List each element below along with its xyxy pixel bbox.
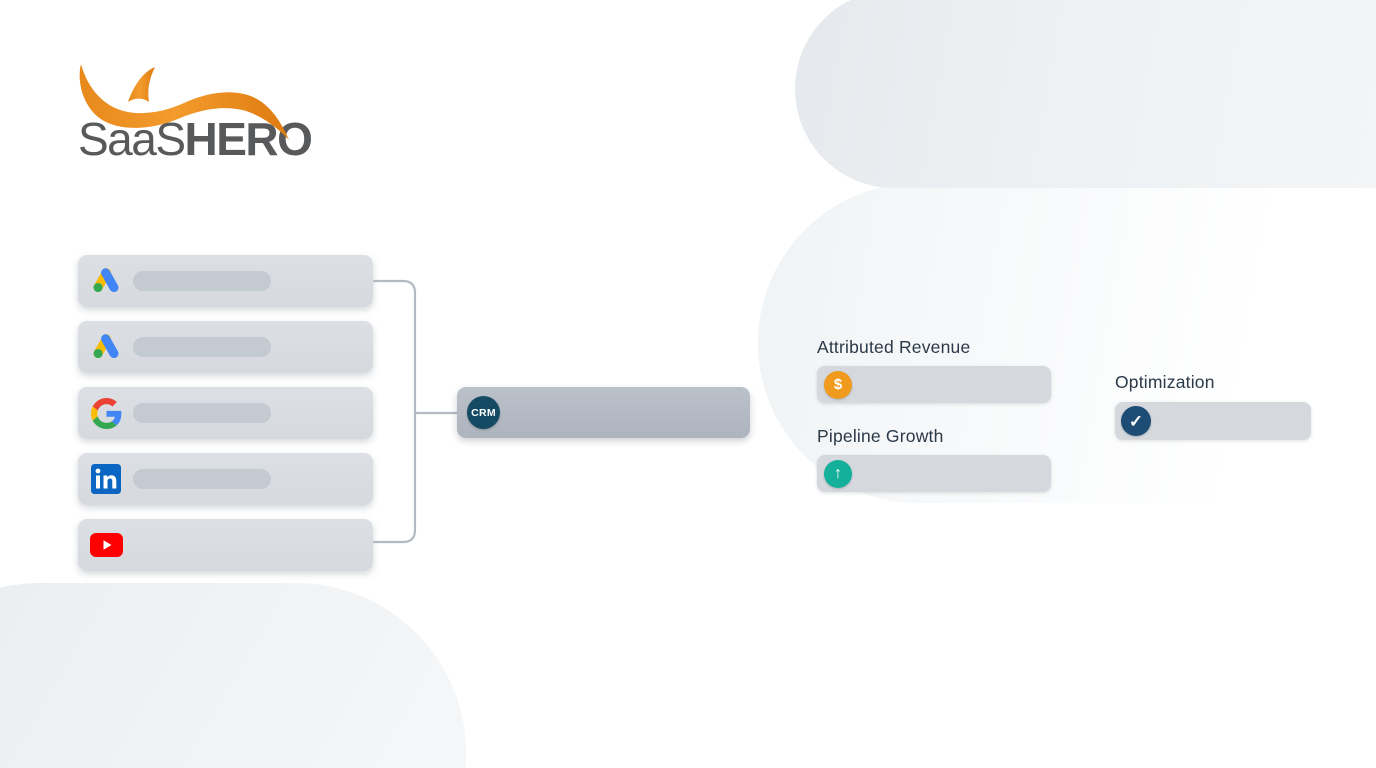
- swoosh-icon: [79, 64, 289, 140]
- outcome-bar: $: [817, 366, 1051, 403]
- source-row-linkedin: [78, 453, 373, 505]
- row-placeholder-bar: [133, 271, 271, 291]
- source-row-google: [78, 387, 373, 439]
- outcome-label: Attributed Revenue: [817, 337, 971, 357]
- arrow-up-icon: ↑: [824, 459, 852, 488]
- outcome-attributed-revenue: Attributed Revenue $: [817, 336, 1051, 403]
- source-icon-slot: [89, 330, 123, 364]
- google-ads-icon: [93, 268, 119, 293]
- background-shape-bottom-left: [0, 583, 466, 768]
- background-shape-top-right: [795, 0, 1376, 188]
- check-glyph: ✓: [1128, 411, 1144, 431]
- google-icon: [90, 397, 121, 429]
- outcome-label: Optimization: [1115, 372, 1215, 392]
- source-icon-slot: [89, 396, 123, 430]
- crm-badge-label: CRM: [471, 406, 496, 419]
- check-icon: ✓: [1121, 406, 1151, 436]
- arrow-up-glyph: ↑: [834, 464, 842, 482]
- outcome-label: Pipeline Growth: [817, 426, 944, 446]
- row-placeholder-bar: [133, 403, 271, 423]
- outcome-optimization: Optimization ✓: [1115, 371, 1311, 440]
- row-placeholder-bar: [133, 469, 271, 489]
- source-list: [78, 255, 373, 585]
- source-icon-slot: [89, 264, 123, 298]
- source-icon-slot: [89, 528, 123, 562]
- outcome-bar: ✓: [1115, 402, 1311, 440]
- google-ads-icon: [93, 334, 119, 359]
- brand-wordmark-suffix: HERO: [184, 113, 313, 165]
- brand-logo: SaaSHERO: [78, 60, 318, 170]
- source-icon-slot: [89, 462, 123, 496]
- dollar-icon: $: [824, 370, 852, 399]
- source-row-youtube: [78, 519, 373, 571]
- source-row-google-ads-1: [78, 255, 373, 307]
- outcome-pipeline-growth: Pipeline Growth ↑: [817, 425, 1051, 492]
- row-placeholder-bar: [133, 337, 271, 357]
- linkedin-icon: [91, 464, 121, 494]
- outcome-bar: ↑: [817, 455, 1051, 492]
- crm-node: CRM: [457, 387, 750, 438]
- dollar-glyph: $: [833, 376, 843, 393]
- source-row-google-ads-2: [78, 321, 373, 373]
- youtube-icon: [89, 533, 123, 557]
- crm-icon: CRM: [467, 396, 500, 429]
